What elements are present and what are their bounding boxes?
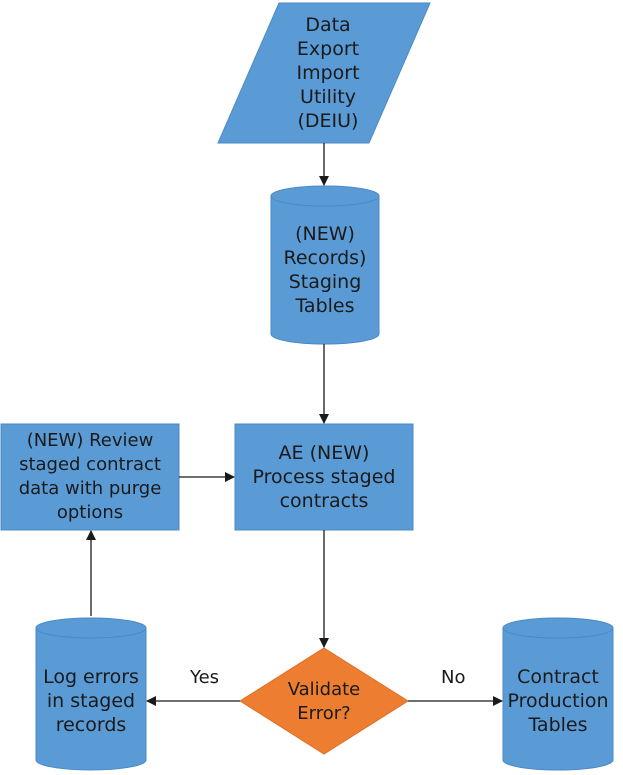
deiu-shape bbox=[217, 2, 431, 144]
edge-label-yes: Yes bbox=[190, 667, 220, 688]
edge-label-no: No bbox=[441, 667, 466, 688]
review-staged-label: (NEW) Review staged contract data with p… bbox=[18, 430, 162, 523]
review-staged-shape bbox=[0, 423, 180, 531]
production-tables-label: Contract Production Tables bbox=[507, 666, 609, 736]
process-contracts-label: AE (NEW) Process staged contracts bbox=[252, 442, 396, 512]
deiu-label: Data Export Import Utility (DEIU) bbox=[296, 14, 360, 132]
validate-error-label: Validate Error? bbox=[287, 679, 361, 724]
staging-tables-label: (NEW) Records) Staging Tables bbox=[283, 223, 367, 317]
log-errors-label: Log errors in staged records bbox=[43, 666, 139, 736]
validate-error-shape bbox=[239, 647, 409, 755]
staging-tables-cylinder bbox=[270, 185, 380, 345]
log-errors-cylinder bbox=[35, 617, 147, 771]
production-tables-cylinder bbox=[502, 617, 614, 771]
